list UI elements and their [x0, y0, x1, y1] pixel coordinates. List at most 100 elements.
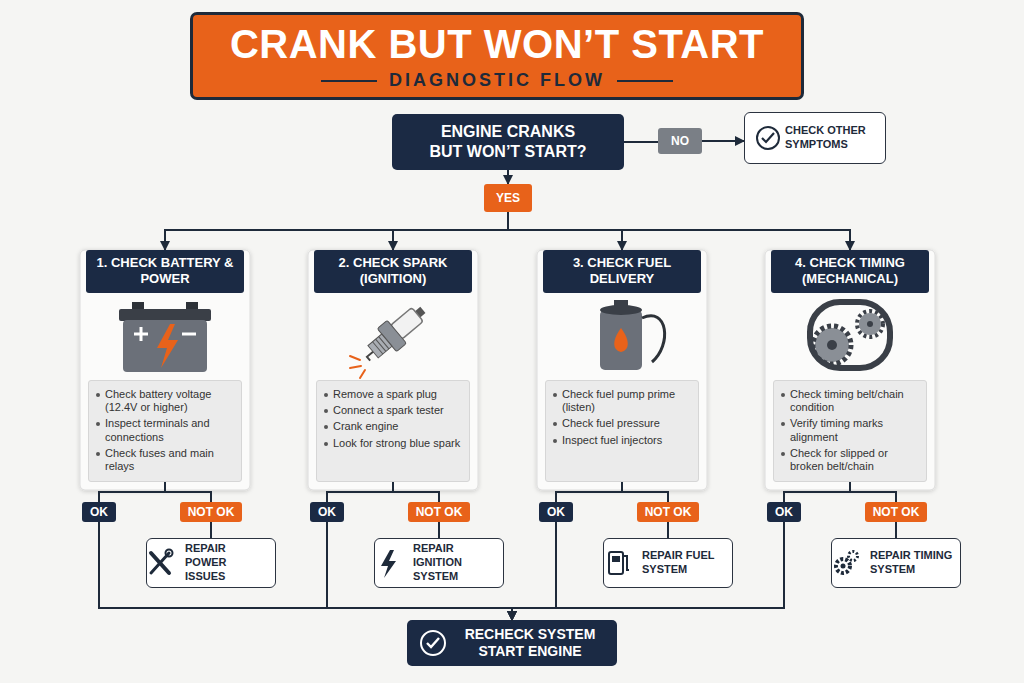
fuel-pump-icon: [614, 328, 628, 352]
tag-text: YES: [496, 191, 520, 205]
pump-small-icon: [609, 552, 623, 574]
flow-connector: [850, 482, 896, 502]
flow-connector: [507, 170, 509, 184]
battery-icon: [182, 333, 196, 336]
step-card: 3. CHECK FUEL DELIVERY Check fuel pump pr…: [537, 250, 707, 490]
tag-text: OK: [547, 505, 565, 519]
box-fills: [744, 112, 886, 164]
recheck-icon: [427, 638, 439, 647]
checklist-item: Check fuses and main relays: [105, 447, 236, 473]
tag-text: NOT OK: [188, 505, 235, 519]
fuel-pump-icon: [614, 300, 628, 308]
flow-connector: [393, 212, 508, 250]
card-panels: [537, 250, 707, 490]
flow-connector: [99, 522, 512, 620]
no-tag: NO: [658, 128, 702, 154]
card-panels: [80, 250, 935, 490]
fuel-pump-icon: [642, 316, 665, 362]
battery-icon: [119, 309, 211, 321]
hdr: 2. CHECK SPARK (IGNITION): [314, 250, 472, 293]
pump-small-icon: [609, 552, 629, 574]
ok-tag: OK: [82, 502, 116, 522]
spark-plug-icon: [367, 352, 376, 361]
repair-text: REPAIR TIMING SYSTEM: [870, 549, 954, 577]
lightning-icon: [381, 550, 396, 578]
repair-text: REPAIR POWER ISSUES: [185, 542, 269, 583]
checklist-item: Check timing belt/chain condition: [790, 388, 921, 414]
checklist-item: Check fuel pressure: [562, 417, 693, 430]
repair-box: REPAIR IGNITION SYSTEM: [374, 538, 504, 588]
gears-icon: [849, 552, 858, 561]
not-ok-tag: NOT OK: [637, 502, 699, 522]
checklist-item: Remove a spark plug: [333, 388, 464, 401]
timing-belt-icon: [827, 340, 837, 350]
flow-connector: [702, 140, 744, 142]
flow-connector: [165, 212, 508, 250]
ok-tag: OK: [767, 502, 801, 522]
lightning-icon: [381, 550, 396, 578]
checklist-item: Check for slipped or broken belt/chain: [790, 447, 921, 473]
timing-belt-icon: [867, 321, 873, 327]
fuel-pump-icon: [600, 300, 665, 370]
battery-icon: [157, 324, 178, 368]
repair-box: REPAIR FUEL SYSTEM: [603, 538, 733, 588]
timing-belt-icon: [857, 311, 883, 337]
checklist-item: Look for strong blue spark: [333, 437, 464, 450]
spark-plug-icon: [373, 337, 389, 354]
spark-plug-icon: [357, 298, 432, 368]
hdr: 3. CHECK FUEL DELIVERY: [543, 250, 701, 293]
checklist-item: Inspect fuel injectors: [562, 434, 693, 447]
step-card: 2. CHECK SPARK (IGNITION) Remove a spark …: [308, 250, 478, 490]
timing-belt-icon: [813, 326, 851, 364]
check-icon: [762, 133, 774, 142]
tag-text: NO: [671, 134, 689, 148]
checklist-item: Crank engine: [333, 420, 464, 433]
box-fills: [146, 538, 276, 588]
pump-small-icon: [623, 556, 629, 570]
flow-connector: [210, 522, 212, 538]
flow-connector: [327, 482, 393, 502]
decision-box: ENGINE CRANKS BUT WON’T START?: [392, 114, 624, 170]
box-fills: [831, 538, 961, 588]
flow-connector: [784, 482, 850, 502]
tag-text: NOT OK: [645, 505, 692, 519]
tools-icon: [151, 550, 173, 574]
recheck-text: RECHECK SYSTEM START ENGINE: [460, 626, 600, 660]
recheck-icon: [421, 631, 445, 655]
spark-icon: [350, 356, 365, 378]
flow-connector: [512, 522, 784, 620]
flow-connector: [438, 522, 440, 538]
hdr: 1. CHECK BATTERY & POWER: [86, 250, 244, 293]
flow-connector: [667, 522, 669, 538]
step-card: 4. CHECK TIMING (MECHANICAL)Check timing…: [765, 250, 935, 490]
repair-text: REPAIR FUEL SYSTEM: [642, 549, 726, 577]
check-icon: [757, 127, 779, 149]
card-panels: [308, 250, 478, 490]
title-banner: CRANK BUT WON’T STARTDIAGNOSTIC FLOW: [190, 12, 804, 100]
card-panels: [765, 250, 935, 490]
recheck-box: RECHECK SYSTEM START ENGINE: [407, 620, 617, 666]
box-fills: [603, 538, 733, 588]
repair-box: REPAIR POWER ISSUES: [146, 538, 276, 588]
checklist-panel: Check fuel pump prime (listen) Check fuel…: [545, 380, 699, 482]
not-ok-tag: NOT OK: [180, 502, 242, 522]
yes-tag: YES: [484, 184, 532, 212]
battery-icon: [119, 302, 211, 372]
subtitle: DIAGNOSTIC FLOW: [309, 70, 685, 91]
flow-connector: [512, 522, 556, 620]
timing-belt-icon: [810, 302, 890, 368]
pump-small-icon: [612, 556, 620, 562]
repair-text: REPAIR IGNITION SYSTEM: [413, 542, 497, 583]
checklist-panel: Check battery voltage (12.4V or higher)I…: [88, 380, 242, 482]
side-text: CHECK OTHER SYMPTOMS: [785, 124, 879, 152]
box-fills: [407, 620, 617, 666]
checklist-item: Check fuel pump prime (listen): [562, 388, 693, 414]
repair-box: REPAIR TIMING SYSTEM: [831, 538, 961, 588]
flow-connector: [99, 482, 165, 502]
recheck-icon: [421, 631, 445, 655]
flow-connector: [508, 212, 850, 250]
battery-icon: [123, 320, 207, 372]
flow-connector: [165, 482, 211, 502]
not-ok-tag: NOT OK: [865, 502, 927, 522]
